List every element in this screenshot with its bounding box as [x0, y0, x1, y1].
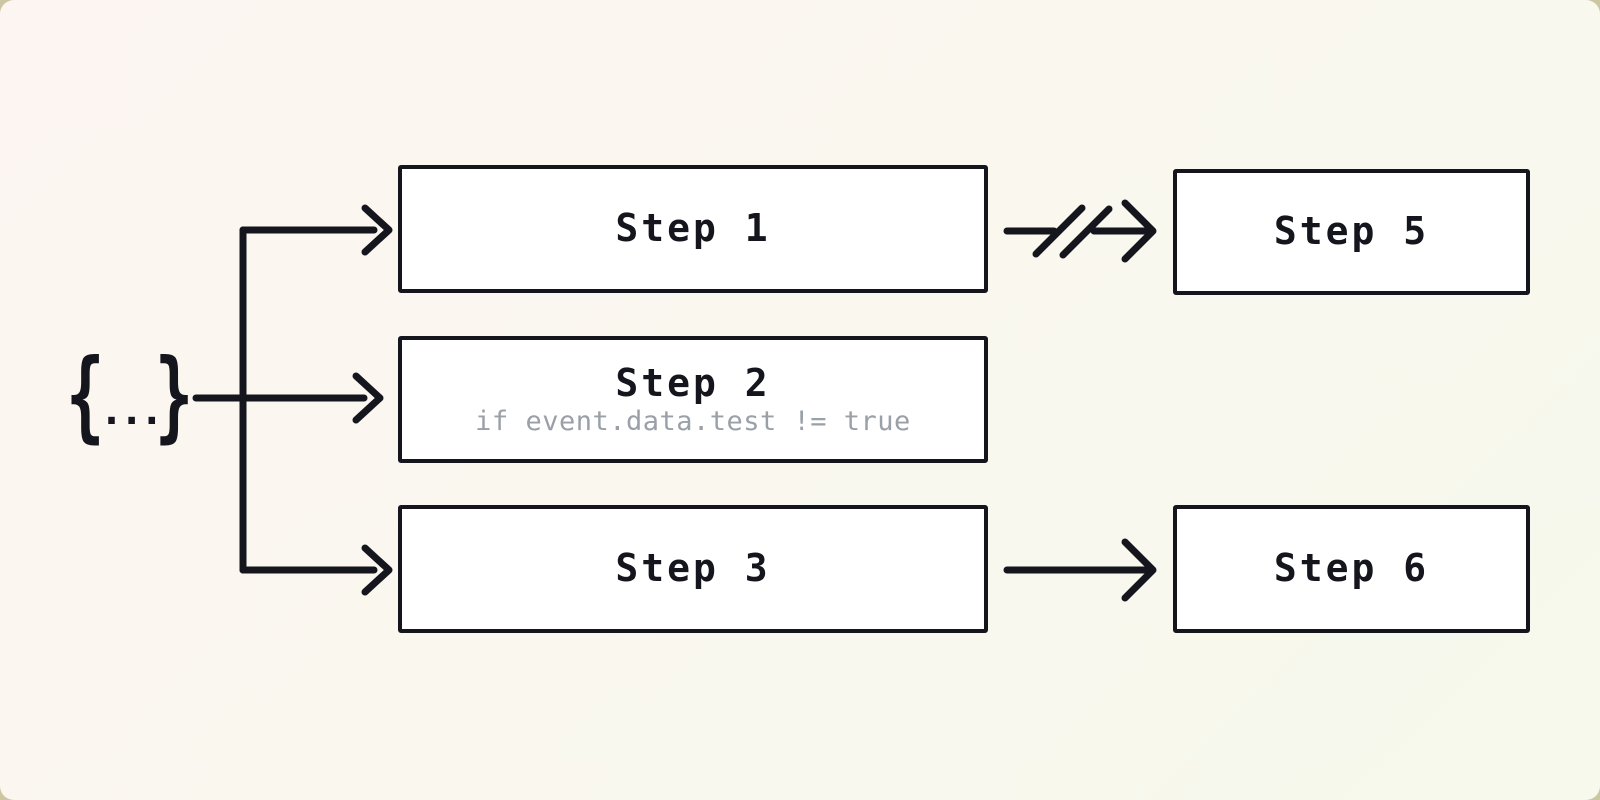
arrowhead-icon	[1121, 538, 1157, 602]
node-label: Step 1	[615, 206, 771, 251]
node-label: Step 2	[615, 360, 771, 405]
node-step-6[interactable]: Step 6	[1173, 505, 1530, 633]
brace-right-glyph: }	[154, 339, 194, 455]
node-label: Step 5	[1273, 209, 1430, 254]
interrupt-slash-icon	[1032, 204, 1086, 258]
node-step-3[interactable]: Step 3	[398, 505, 988, 633]
event-source-symbol[interactable]: { ... }	[66, 339, 194, 455]
node-step-2[interactable]: Step 2 if event.data.test != true	[398, 336, 988, 463]
arrowhead-icon	[361, 544, 393, 596]
node-condition: if event.data.test != true	[475, 405, 911, 437]
ellipsis-glyph: ...	[99, 388, 164, 434]
arrowhead-icon	[361, 204, 393, 256]
arrowhead-icon	[1121, 199, 1157, 263]
node-step-5[interactable]: Step 5	[1173, 169, 1530, 295]
node-step-1[interactable]: Step 1	[398, 165, 988, 293]
node-label: Step 6	[1273, 546, 1430, 591]
arrowhead-icon	[352, 372, 384, 424]
edge-source-fanout	[192, 204, 393, 596]
brace-left-glyph: {	[66, 339, 105, 455]
node-label: Step 3	[615, 546, 771, 591]
edge-step1-step5-interrupted	[1003, 199, 1157, 263]
edge-step3-step6	[1003, 538, 1157, 602]
interrupt-slash-icon	[1059, 205, 1113, 259]
